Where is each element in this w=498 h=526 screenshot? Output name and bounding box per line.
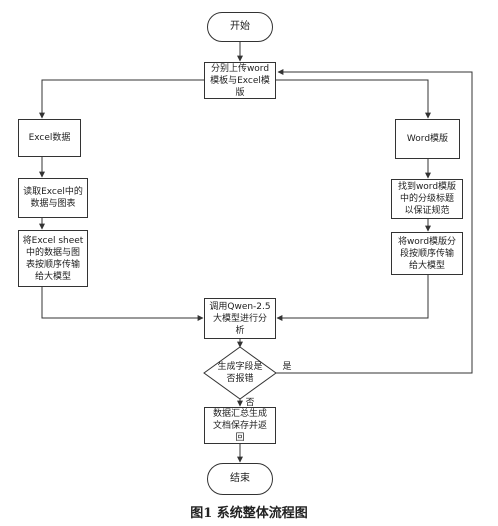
- arrow-word-model-to-call: [276, 275, 429, 321]
- upload-templates-step: 分别上传word 模板与Excel模 版: [204, 62, 276, 99]
- decision-label: 生成字段是 否报错: [217, 362, 263, 384]
- arrow-upload-to-word: [276, 79, 431, 119]
- arrow-yes-loop: [276, 69, 473, 374]
- yes-label: 是: [282, 362, 292, 372]
- word-template-step: Word模版: [395, 119, 460, 159]
- word-to-model-step: 将word模版分 段按顺序传输 给大模型: [391, 232, 463, 275]
- figure-caption: 图1 系统整体流程图: [190, 506, 308, 521]
- start-node: 开始: [207, 12, 273, 42]
- excel-to-model-step: 将Excel sheet 中的数据与图 表按顺序传输 给大模型: [18, 230, 88, 287]
- summary-step: 数据汇总生成 文档保存并返 回: [204, 407, 276, 444]
- decision-diamond: [203, 346, 277, 400]
- arrow-excel-model-to-call: [41, 287, 204, 321]
- read-excel-step: 读取Excel中的 数据与图表: [18, 178, 88, 218]
- arrow-upload-to-excel: [39, 79, 204, 119]
- find-headings-step: 找到word模版 中的分级标题 以保证规范: [391, 179, 463, 219]
- call-model-step: 调用Qwen-2.5 大模型进行分 析: [204, 298, 276, 339]
- excel-data-step: Excel数据: [18, 119, 81, 157]
- end-node: 结束: [207, 463, 273, 495]
- no-label: 否: [245, 398, 255, 408]
